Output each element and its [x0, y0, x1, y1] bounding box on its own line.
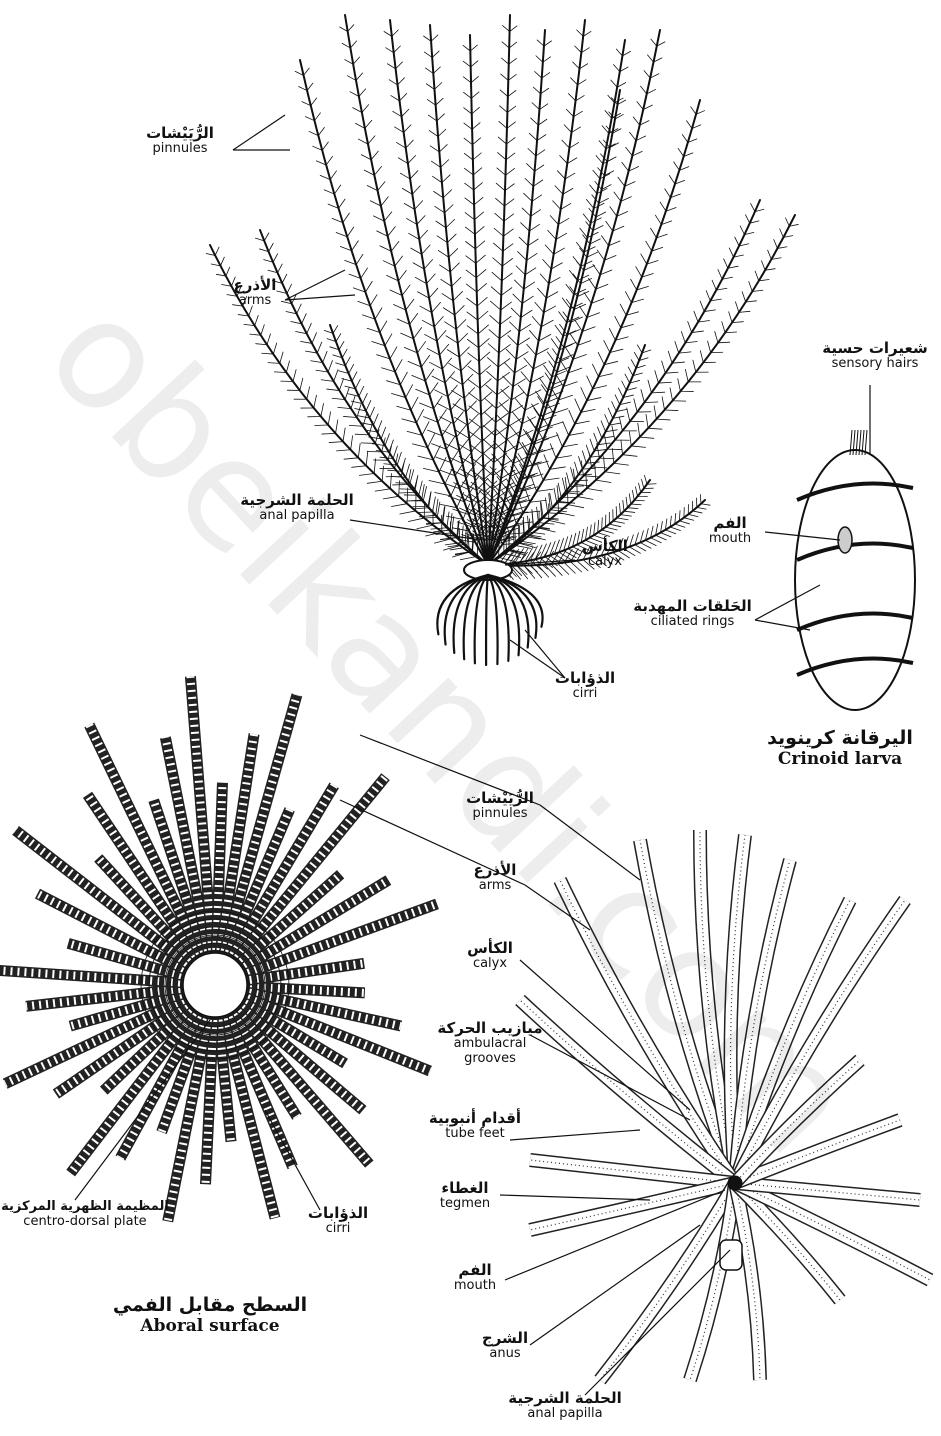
leader-line: [765, 532, 840, 540]
pinnule-set: [499, 345, 651, 562]
ciliated-ring: [797, 544, 913, 560]
sensory-hair: [853, 430, 855, 455]
cirrus: [488, 575, 498, 664]
leader-line: [540, 805, 640, 880]
centro-dorsal-plate: [183, 953, 247, 1017]
larva-mouth: [838, 527, 852, 553]
oral-anal-papilla: [720, 1240, 742, 1270]
oral-surface-drawing: [520, 830, 930, 1380]
feather-star-drawing: [206, 15, 798, 665]
leader-line: [500, 1195, 650, 1200]
leader-line: [755, 620, 810, 630]
sensory-hair: [856, 430, 858, 455]
pinnule-set: [480, 40, 551, 541]
pinnule-set: [488, 98, 625, 544]
label-anal-papilla-oral: الحلمة الشرجيةanal papilla: [505, 1390, 625, 1422]
ciliated-ring: [797, 659, 913, 675]
label-larva-mouth: الفمmouth: [695, 515, 765, 547]
label-arms-top: الأذرعarms: [215, 277, 295, 309]
ciliated-ring: [797, 614, 913, 630]
arm: [488, 90, 620, 565]
cirrus: [486, 575, 488, 665]
larva-body: [795, 450, 915, 710]
leader-line: [755, 585, 820, 620]
crinoid-larva-drawing: [795, 430, 915, 710]
arm: [470, 35, 488, 565]
leader-line: [233, 115, 285, 150]
aboral-surface-drawing: [0, 676, 437, 1221]
oral-mouth: [728, 1176, 742, 1190]
label-anus: الشرجanus: [470, 1330, 540, 1362]
